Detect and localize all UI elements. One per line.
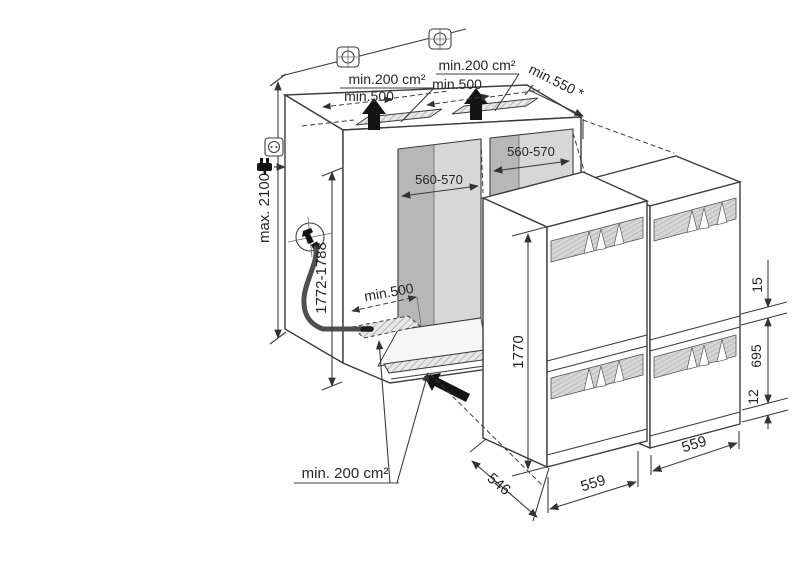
niche-opening-left [397, 138, 482, 331]
door-vent-band [653, 197, 737, 242]
dim-door-gaps: 15 695 12 [740, 260, 789, 429]
wall-max-height-label: max. 2100 [256, 173, 273, 243]
label-top-vent-left: min.200 cm² [340, 71, 435, 123]
power-plug-icon [257, 158, 286, 175]
bottom-gap-label: 12 [745, 389, 761, 405]
top-clearance-right-label: min.500 [432, 76, 482, 92]
dim-wall-max-height: max. 2100 [256, 73, 287, 345]
appliance-left-side [482, 196, 548, 469]
dim-top-clearance-right: min.500 [426, 76, 490, 108]
appliance-height-label: 1770 [510, 335, 527, 368]
wall-anchor-icon [428, 28, 452, 50]
water-hose [301, 245, 371, 332]
top-vent-right-label: min.200 cm² [438, 57, 515, 73]
water-tap-circle [295, 222, 325, 252]
bottom-vent-label: min. 200 cm² [302, 465, 389, 482]
door-vent-band [550, 216, 644, 263]
ceiling-reference [280, 28, 467, 77]
label-bottom-vent: min. 200 cm² [294, 340, 430, 484]
appliance-left-front [546, 200, 648, 468]
appliance-right-front [649, 181, 741, 449]
water-connection [287, 216, 374, 332]
label-top-vent-right: min.200 cm² [436, 57, 520, 112]
appliance-width-left-label: 559 [579, 472, 608, 496]
dim-top-clearance-left: min.500 [322, 88, 394, 110]
dim-appliance-width-left: 559 [547, 451, 639, 513]
door-vent-band [653, 334, 737, 379]
water-clearance-area [350, 315, 422, 339]
niche-width-left-label: 560-570 [415, 172, 463, 187]
dim-niche-height: 1772-1788 [313, 167, 343, 391]
lower-door-height-label: 695 [748, 344, 764, 368]
niche-width-right-label: 560-570 [507, 144, 555, 159]
dim-niche-width-right: 560-570 [493, 144, 570, 174]
niche-height-label: 1772-1788 [313, 242, 330, 314]
top-clearance-left-label: min.500 [344, 88, 394, 104]
water-tap-icon [302, 228, 314, 244]
wall-anchor-icon [336, 46, 360, 68]
wall-socket-icon [264, 137, 284, 157]
appliance-left [480, 171, 650, 469]
dim-appliance-height: 1770 [510, 225, 551, 477]
top-vent-left-label: min.200 cm² [348, 71, 425, 87]
dim-niche-width-left: 560-570 [401, 172, 479, 199]
appliance-width-right-label: 559 [680, 433, 709, 457]
air-intake-arrow-icon [424, 373, 470, 402]
dim-appliance-width-right: 559 [650, 431, 740, 475]
door-vent-band [550, 353, 644, 400]
hinge-gap-label: 15 [749, 277, 765, 293]
